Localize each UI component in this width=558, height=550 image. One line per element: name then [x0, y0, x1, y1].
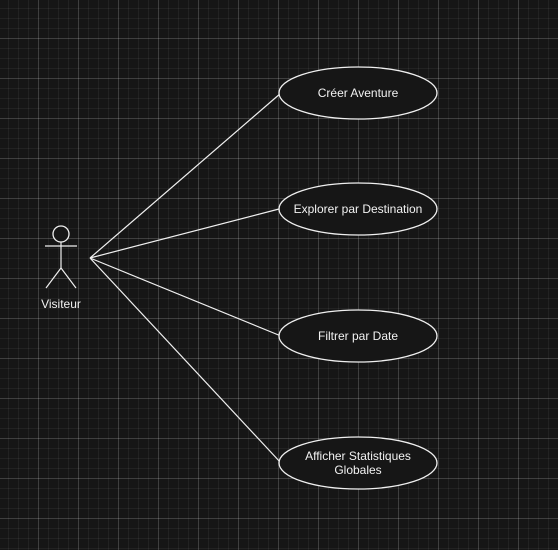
- actor-figure[interactable]: [45, 225, 77, 289]
- actor-head: [52, 225, 70, 243]
- association-line-explore-destination[interactable]: [89, 208, 280, 259]
- usecase-filter-date[interactable]: [278, 309, 438, 363]
- association-line-filter-date[interactable]: [89, 257, 282, 337]
- association-line-create-adventure[interactable]: [89, 92, 282, 259]
- usecase-label-filter-date: Filtrer par Date: [317, 329, 399, 343]
- actor-right-leg: [60, 267, 77, 289]
- usecase-create-adventure[interactable]: [278, 66, 438, 120]
- actor-label: Visiteur: [41, 297, 81, 311]
- usecase-label-create-adventure: Créer Aventure: [317, 86, 399, 100]
- actor-left-leg: [45, 267, 62, 289]
- usecase-label-explore-destination: Explorer par Destination: [293, 202, 423, 216]
- usecase-global-statistics[interactable]: [278, 436, 438, 490]
- usecase-label-global-statistics: Afficher Statistiques Globales: [305, 449, 411, 477]
- usecase-explore-destination[interactable]: [278, 182, 438, 236]
- association-line-global-stats[interactable]: [89, 257, 282, 464]
